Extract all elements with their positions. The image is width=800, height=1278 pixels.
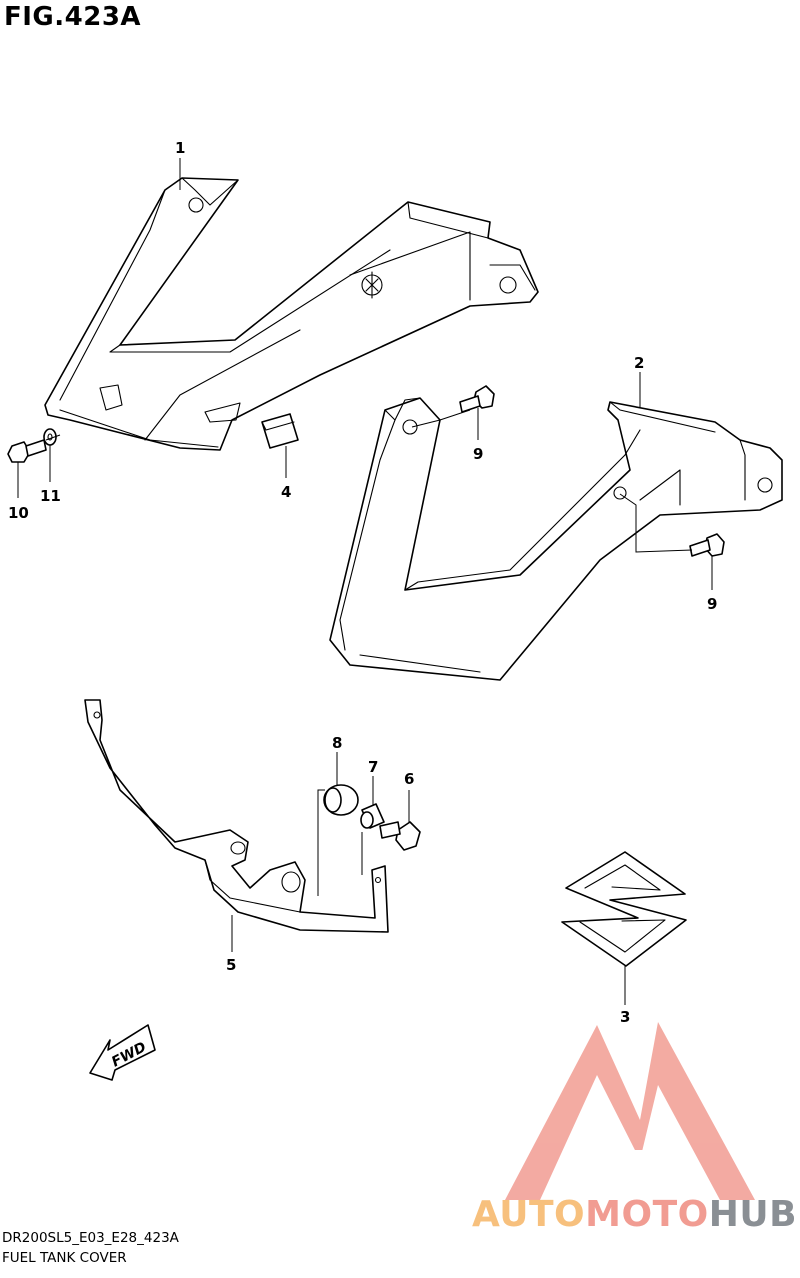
callout-11: 11 [40, 487, 61, 505]
part-1-left-tank-cover [44, 177, 539, 451]
part-9-bolt-lower [689, 533, 725, 557]
callout-9-upper: 9 [473, 445, 483, 463]
callout-6: 6 [404, 770, 414, 788]
part-3-emblem [561, 851, 687, 967]
figure-footer: DR200SL5_E03_E28_423A FUEL TANK COVER [2, 1228, 179, 1268]
part-9-bolt-upper [459, 385, 495, 413]
part-2-right-tank-cover [329, 397, 783, 681]
callout-3: 3 [620, 1008, 630, 1026]
callout-2: 2 [634, 354, 644, 372]
fwd-direction-arrow: FWD [89, 1024, 156, 1081]
part-7-collar [360, 803, 385, 829]
figure-title: FIG.423A [4, 2, 142, 32]
callout-10: 10 [8, 504, 29, 522]
callout-1: 1 [175, 139, 185, 157]
watermark-moto: MOTO [585, 1194, 709, 1235]
part-6-bolt [379, 821, 421, 851]
leader-lines [17, 158, 713, 1005]
watermark-text: AUTOMOTOHUB [472, 1194, 797, 1235]
part-8-grommet [323, 784, 359, 816]
part-10-bolt [7, 439, 47, 463]
part-4-cushion-pad [261, 413, 299, 449]
watermark-hub: HUB [708, 1194, 798, 1235]
figure-code: DR200SL5_E03_E28_423A [2, 1230, 179, 1246]
callout-4: 4 [281, 483, 291, 501]
callout-9-lower: 9 [707, 595, 717, 613]
watermark-logo [505, 1022, 755, 1200]
watermark-auto: AUTO [472, 1194, 586, 1235]
callout-8: 8 [332, 734, 342, 752]
part-5-bracket [84, 699, 389, 933]
callout-5: 5 [226, 956, 236, 974]
figure-name: FUEL TANK COVER [2, 1250, 127, 1266]
callout-7: 7 [368, 758, 378, 776]
